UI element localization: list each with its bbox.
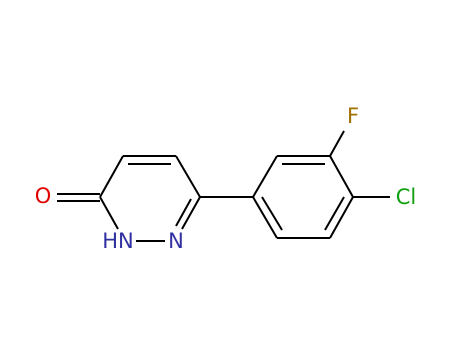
nh-label: HN <box>102 229 134 253</box>
phenyl-ring <box>252 155 354 239</box>
pyridazinone-ring <box>99 155 201 242</box>
fluorine-label: F <box>347 104 359 128</box>
bond-p6-p1 <box>252 196 278 239</box>
bond-c-f <box>329 130 345 157</box>
bond-c5-c6 <box>175 155 201 198</box>
bond-p4-p5 <box>329 196 354 239</box>
carbonyl <box>57 193 100 202</box>
nitrogen-label: N <box>168 229 184 253</box>
bond-p3-p4 <box>329 155 354 198</box>
bond-n2-c3 <box>99 196 119 230</box>
bond-p4-p5-inner <box>324 196 345 231</box>
bond-c3-c4 <box>99 155 124 198</box>
chlorine-label: Cl <box>396 185 417 209</box>
bond-p1-p2 <box>252 155 278 198</box>
bond-c6-n1-inner <box>175 198 192 227</box>
bond-p6-p1-inner <box>261 196 283 231</box>
bond-c6-n1 <box>181 196 201 230</box>
oxygen-label: O <box>35 184 52 208</box>
